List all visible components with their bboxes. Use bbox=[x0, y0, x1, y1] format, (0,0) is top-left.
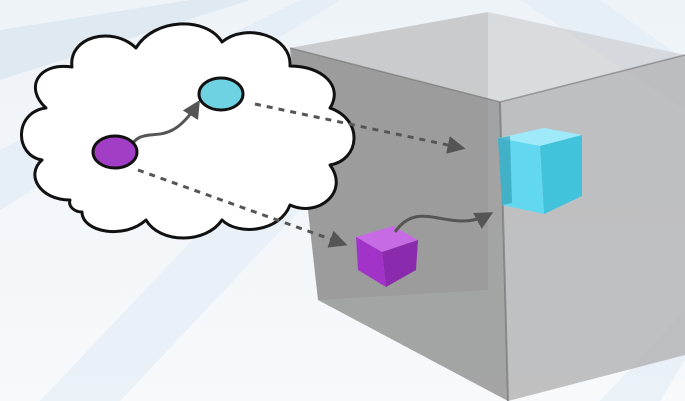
purple-circle bbox=[91, 134, 139, 170]
thought-cloud bbox=[20, 22, 356, 240]
cube-curved-arrow bbox=[393, 212, 494, 233]
purple-cube bbox=[356, 226, 418, 287]
container-right-face bbox=[500, 55, 685, 401]
cyan-cube bbox=[498, 128, 582, 214]
cyan-circle bbox=[197, 76, 245, 112]
dashed-arrow-to-purple-cube bbox=[137, 168, 348, 248]
